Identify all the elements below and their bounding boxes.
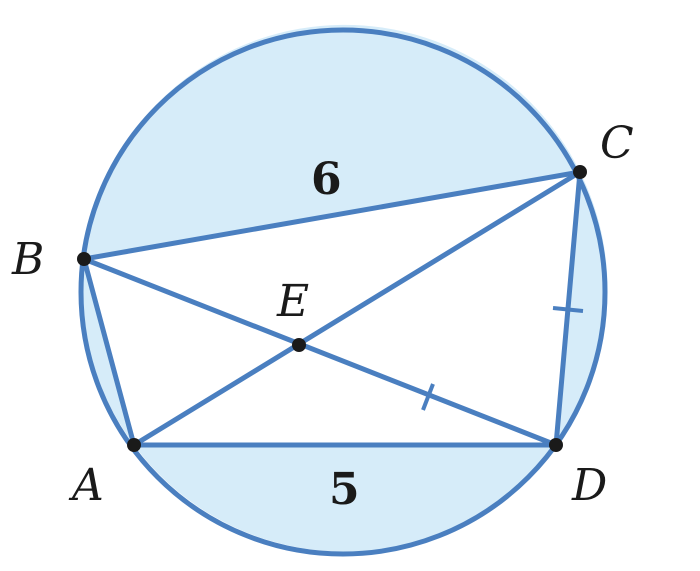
point-B (77, 252, 91, 266)
circle-outline (78, 27, 608, 557)
side-BC (81, 169, 583, 262)
label-C: C (600, 118, 634, 169)
length-label-BC: 6 (311, 154, 342, 205)
diagonal-BD (81, 256, 559, 448)
label-D: D (571, 460, 607, 511)
side-AB (81, 256, 137, 448)
length-label-AD: 5 (329, 464, 360, 515)
point-E (292, 338, 306, 352)
tick-mark-ED (421, 383, 435, 411)
label-A: A (68, 460, 104, 511)
shaded-segment-top (84, 24, 580, 259)
tick-mark-CD (552, 306, 584, 313)
shaded-segment-right (556, 172, 608, 445)
label-B: B (11, 234, 44, 285)
diagonal-AC (131, 169, 583, 448)
shaded-segment-bottom (134, 445, 556, 552)
label-E: E (276, 276, 309, 327)
point-C (573, 165, 587, 179)
point-D (549, 438, 563, 452)
point-A (127, 438, 141, 452)
